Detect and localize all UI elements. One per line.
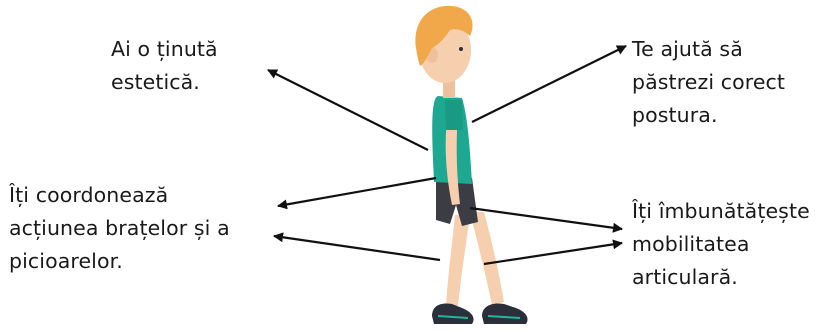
label-top-right-line-2: păstrezi corect	[632, 66, 785, 99]
label-bottom-right: Îți îmbunătățește mobilitatea articulară…	[632, 195, 810, 294]
label-top-right: Te ajută să păstrezi corect postura.	[632, 33, 785, 132]
arrow-bottom-right-upper	[470, 208, 622, 229]
label-bottom-left-line-2: acțiunea brațelor și a	[9, 212, 230, 245]
boy-figure	[415, 6, 527, 324]
back-leg	[446, 215, 470, 306]
label-top-left-line-1: Ai o ținută	[111, 33, 218, 66]
sleeve	[445, 100, 463, 130]
arrow-bottom-left-lower	[274, 236, 440, 260]
arrow-bottom-left-upper	[278, 178, 436, 206]
label-top-right-line-3: postura.	[632, 99, 785, 132]
arrow-top-left	[268, 70, 428, 150]
label-bottom-right-line-2: mobilitatea	[632, 228, 810, 261]
label-bottom-left-line-3: picioarelor.	[9, 245, 230, 278]
arrow-bottom-right-lower	[484, 243, 622, 264]
label-top-right-line-1: Te ajută să	[632, 33, 785, 66]
label-bottom-right-line-1: Îți îmbunătățește	[632, 195, 810, 228]
back-shoe	[432, 304, 474, 325]
eye	[459, 47, 463, 51]
label-top-left: Ai o ținută estetică.	[111, 33, 218, 99]
front-leg	[470, 212, 504, 305]
label-top-left-line-2: estetică.	[111, 66, 218, 99]
label-bottom-left: Îți coordonează acțiunea brațelor și a p…	[9, 179, 230, 278]
front-shoe	[482, 304, 528, 325]
label-bottom-left-line-1: Îți coordonează	[9, 179, 230, 212]
arrow-top-right	[472, 46, 626, 122]
label-bottom-right-line-3: articulară.	[632, 261, 810, 294]
